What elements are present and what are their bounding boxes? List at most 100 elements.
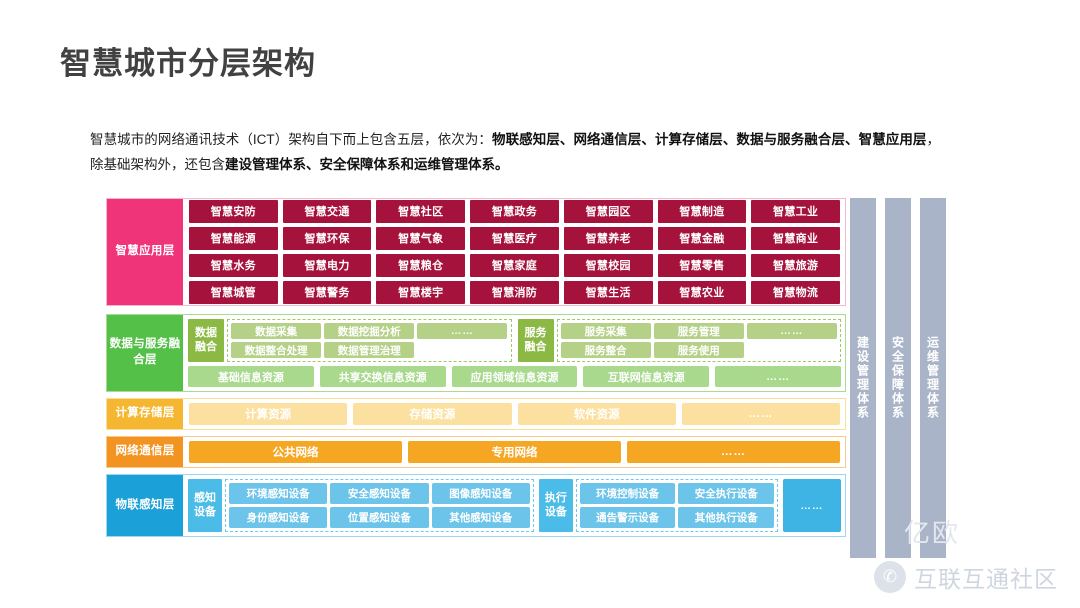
management-system-label: 建设管理体系 — [855, 336, 870, 420]
fusion-cell[interactable]: 服务整合 — [560, 342, 651, 359]
application-item[interactable]: 智慧校园 — [563, 254, 653, 277]
fusion-groups: 数据融合数据采集数据挖掘分析……数据整合处理数据管理治理服务融合服务采集服务管理… — [188, 319, 841, 363]
fusion-group: 数据融合数据采集数据挖掘分析…… 数据整合处理数据管理治理 — [188, 319, 512, 363]
management-system-bar[interactable]: 建设管理体系 — [850, 198, 876, 558]
compute-item-more[interactable]: …… — [681, 403, 840, 425]
fusion-cell[interactable]: 数据管理治理 — [324, 342, 415, 359]
application-item[interactable]: 智慧家庭 — [470, 254, 559, 277]
iot-device-item[interactable]: 环境控制设备 — [579, 483, 676, 504]
application-item[interactable]: 智慧电力 — [282, 254, 372, 277]
fusion-cell[interactable]: 服务管理 — [653, 323, 744, 340]
management-system-label: 安全保障体系 — [890, 336, 905, 420]
application-item[interactable]: 智慧物流 — [751, 281, 840, 304]
description-emphasis: 物联感知层、网络通信层、计算存储层、数据与服务融合层、智慧应用层 — [492, 132, 927, 147]
application-item[interactable]: 智慧消防 — [470, 281, 559, 304]
application-item[interactable]: 智慧气象 — [376, 227, 466, 250]
iot-device-item[interactable]: 其他执行设备 — [678, 507, 774, 528]
management-system-label: 运维管理体系 — [925, 336, 940, 420]
iot-device-item[interactable]: 安全感知设备 — [330, 483, 429, 504]
description-text: 智慧城市的网络通讯技术（ICT）架构自下而上包含五层，依次为： — [90, 132, 493, 147]
application-item[interactable]: 智慧养老 — [563, 227, 653, 250]
iot-cell-box: 环境感知设备安全感知设备图像感知设备身份感知设备位置感知设备其他感知设备 — [225, 479, 534, 532]
fusion-key-line: 服务 — [524, 326, 547, 339]
fusion-cell[interactable]: 数据挖掘分析 — [324, 323, 415, 340]
iot-device-item[interactable]: 通告警示设备 — [579, 507, 676, 528]
iot-device-item[interactable]: 环境感知设备 — [229, 483, 328, 504]
iot-item-more[interactable]: …… — [783, 479, 841, 532]
description-paragraph: 智慧城市的网络通讯技术（ICT）架构自下而上包含五层，依次为：物联感知层、网络通… — [90, 128, 940, 178]
application-item[interactable]: 智慧商业 — [751, 227, 840, 250]
network-item[interactable]: 专用网络 — [408, 441, 621, 463]
iot-key-line: 执行 — [544, 491, 567, 504]
application-item[interactable]: 智慧园区 — [563, 200, 653, 223]
application-item[interactable]: 智慧环保 — [282, 227, 372, 250]
fusion-cell-more[interactable]: …… — [417, 323, 508, 340]
fusion-cell[interactable]: 数据采集 — [231, 323, 322, 340]
architecture-diagram: 智慧应用层 智慧安防智慧交通智慧社区智慧政务智慧园区智慧制造智慧工业智慧能源智慧… — [106, 198, 846, 558]
iot-device-item[interactable]: 安全执行设备 — [678, 483, 774, 504]
resource-item[interactable]: 互联网信息资源 — [583, 366, 710, 387]
application-item[interactable]: 智慧制造 — [657, 200, 747, 223]
network-item[interactable]: 公共网络 — [189, 441, 402, 463]
fusion-cell-more[interactable]: …… — [746, 323, 837, 340]
iot-device-item[interactable]: 图像感知设备 — [431, 483, 530, 504]
network-item-row: 公共网络专用网络 …… — [183, 437, 845, 467]
fusion-key-line: 数据 — [195, 326, 217, 339]
application-item[interactable]: 智慧生活 — [563, 281, 653, 304]
compute-item[interactable]: 软件资源 — [517, 403, 676, 425]
layer-data-service: 数据与服务融合层 数据融合数据采集数据挖掘分析……数据整合处理数据管理治理服务融… — [106, 314, 846, 392]
wechat-icon: ✆ — [874, 561, 906, 593]
application-item[interactable]: 智慧粮仓 — [376, 254, 466, 277]
fusion-cell-box: 服务采集服务管理…… 服务整合服务使用 — [556, 319, 841, 363]
layer-label-application: 智慧应用层 — [107, 199, 183, 305]
resource-item[interactable]: 基础信息资源 — [188, 366, 314, 387]
application-item[interactable]: 智慧社区 — [376, 200, 466, 223]
management-system-bar[interactable]: 安全保障体系 — [885, 198, 911, 558]
iot-device-group: 执行设备环境控制设备安全执行设备通告警示设备其他执行设备 — [538, 479, 778, 532]
watermark-text: 互联互通社区 — [914, 566, 1058, 592]
fusion-group-key: 数据融合 — [188, 319, 224, 363]
application-item[interactable]: 智慧水务 — [189, 254, 278, 277]
compute-item[interactable]: 计算资源 — [189, 403, 348, 425]
application-item[interactable]: 智慧城管 — [189, 281, 278, 304]
layer-label-iot-perception: 物联感知层 — [107, 475, 183, 536]
application-item[interactable]: 智慧政务 — [470, 200, 559, 223]
layer-network: 网络通信层 公共网络专用网络 …… — [106, 436, 846, 468]
fusion-cell[interactable]: 服务采集 — [560, 323, 651, 340]
application-item[interactable]: 智慧金融 — [657, 227, 747, 250]
fusion-cell[interactable]: 数据整合处理 — [231, 342, 322, 359]
resource-item[interactable]: 共享交换信息资源 — [319, 366, 446, 387]
resource-item[interactable]: 应用领域信息资源 — [451, 366, 578, 387]
network-item-more[interactable]: …… — [627, 441, 840, 463]
iot-key-line: 设备 — [194, 505, 216, 518]
description-text: ，除基础架构外，还包含 — [90, 132, 941, 172]
iot-device-item[interactable]: 其他感知设备 — [431, 507, 530, 528]
application-item[interactable]: 智慧零售 — [657, 254, 747, 277]
fusion-cell-empty — [417, 342, 507, 358]
application-item[interactable]: 智慧楼宇 — [376, 281, 466, 304]
layer-application: 智慧应用层 智慧安防智慧交通智慧社区智慧政务智慧园区智慧制造智慧工业智慧能源智慧… — [106, 198, 846, 306]
management-system-bars: 建设管理体系 安全保障体系 运维管理体系 — [850, 198, 946, 558]
application-item[interactable]: 智慧警务 — [282, 281, 372, 304]
application-item[interactable]: 智慧能源 — [189, 227, 278, 250]
iot-device-item[interactable]: 位置感知设备 — [330, 507, 429, 528]
faint-watermark: 亿欧 — [903, 518, 960, 548]
application-item[interactable]: 智慧安防 — [189, 200, 278, 223]
iot-device-item[interactable]: 身份感知设备 — [229, 507, 328, 528]
application-item[interactable]: 智慧旅游 — [751, 254, 840, 277]
application-item[interactable]: 智慧医疗 — [470, 227, 559, 250]
compute-item[interactable]: 存储资源 — [353, 403, 512, 425]
application-item[interactable]: 智慧农业 — [657, 281, 747, 304]
iot-device-group: 感知设备环境感知设备安全感知设备图像感知设备身份感知设备位置感知设备其他感知设备 — [188, 479, 534, 532]
watermark: ✆ 互联互通社区 — [874, 560, 1058, 594]
layer-label-network: 网络通信层 — [107, 437, 183, 467]
resource-item-more[interactable]: …… — [715, 366, 841, 387]
layer-compute-storage: 计算存储层 计算资源存储资源软件资源…… — [106, 398, 846, 430]
application-item[interactable]: 智慧工业 — [751, 200, 840, 223]
iot-group-key: 感知设备 — [188, 479, 222, 532]
management-system-bar[interactable]: 运维管理体系 — [920, 198, 946, 558]
information-resource-row: 基础信息资源共享交换信息资源应用领域信息资源互联网信息资源…… — [188, 366, 841, 387]
fusion-cell-box: 数据采集数据挖掘分析…… 数据整合处理数据管理治理 — [227, 319, 512, 363]
application-item[interactable]: 智慧交通 — [282, 200, 372, 223]
fusion-cell[interactable]: 服务使用 — [653, 342, 744, 359]
